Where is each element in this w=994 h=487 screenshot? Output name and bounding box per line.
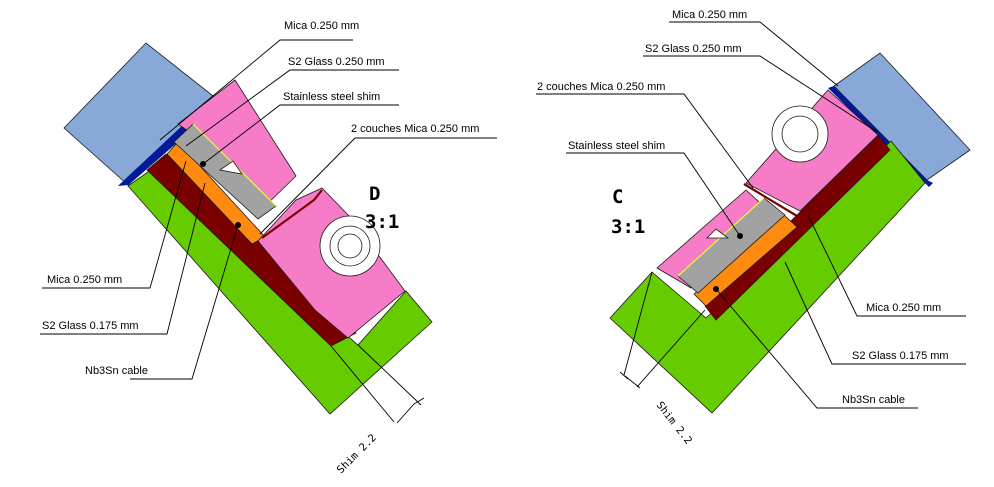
detail-d-hole: [319, 215, 381, 277]
detail-d-label-cable: Nb3Sn cable: [85, 365, 148, 377]
detail-d-label-shim: Stainless steel shim: [283, 91, 380, 103]
detail-d-mica-divider: [261, 189, 323, 239]
detail-d-label-mica-top: Mica 0.250 mm: [284, 20, 359, 32]
detail-c-notch: [706, 228, 730, 239]
detail-c-letter: C: [612, 186, 623, 208]
detail-c: Mica 0.250 mm S2 Glass 0.250 mm 2 couche…: [536, 9, 971, 447]
detail-d-red-layer: [146, 153, 357, 347]
detail-d: Mica 0.250 mm S2 Glass 0.250 mm Stainles…: [40, 20, 497, 476]
detail-c-label-shim: Stainless steel shim: [568, 140, 665, 152]
detail-d-label-s2-top: S2 Glass 0.250 mm: [288, 56, 385, 68]
detail-c-mica-divider: [743, 183, 798, 217]
detail-c-label-two-mica: 2 couches Mica 0.250 mm: [537, 81, 665, 93]
detail-c-label-s2-top: S2 Glass 0.250 mm: [645, 43, 742, 55]
detail-d-leaders: [40, 39, 497, 380]
detail-c-label-mica-top: Mica 0.250 mm: [672, 9, 747, 21]
detail-d-label-s2-bottom: S2 Glass 0.175 mm: [42, 320, 139, 332]
detail-c-red-layer: [704, 134, 891, 321]
detail-d-notch: [218, 160, 243, 175]
detail-c-dimension-text: Shim 2.2: [654, 399, 695, 446]
detail-c-label-cable: Nb3Sn cable: [842, 394, 905, 406]
detail-d-label-mica-bottom: Mica 0.250 mm: [47, 274, 122, 286]
detail-c-hole: [771, 105, 829, 163]
detail-c-scale: 3:1: [611, 216, 645, 238]
detail-c-label-s2-right: S2 Glass 0.175 mm: [852, 350, 949, 362]
detail-d-scale: 3:1: [365, 211, 399, 233]
detail-c-leaders: [536, 21, 966, 409]
detail-d-label-two-mica: 2 couches Mica 0.250 mm: [351, 123, 479, 135]
detail-c-label-mica-right: Mica 0.250 mm: [866, 302, 941, 314]
detail-d-letter: D: [369, 183, 380, 205]
detail-d-dimension-text: Shim 2.2: [335, 432, 379, 476]
